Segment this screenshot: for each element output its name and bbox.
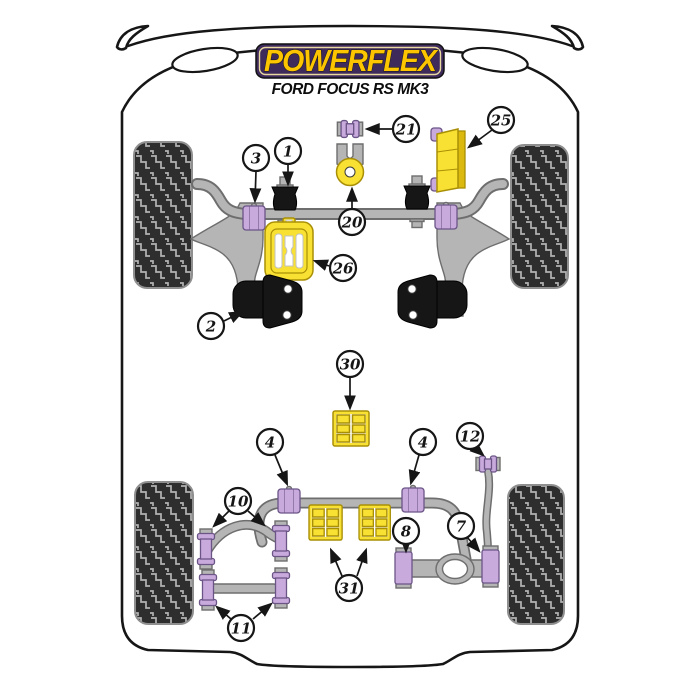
callout-7-number: 7 — [456, 518, 467, 536]
part-11-link — [211, 583, 277, 594]
front-corner-left — [115, 24, 150, 51]
callout-31-circle — [334, 573, 364, 603]
callout-21-2: 21 — [364, 114, 421, 144]
callout-11-arrow — [252, 602, 273, 620]
callout-31-arrow — [330, 547, 343, 577]
callout-3-arrow — [249, 170, 262, 204]
headlight-left — [171, 46, 239, 74]
callout-20-circle — [337, 207, 367, 237]
part-11-bush-left — [198, 569, 218, 611]
part-12-link — [483, 468, 492, 557]
callout-2-arrow — [223, 310, 245, 324]
tire-rear-right — [507, 484, 565, 625]
callout-4-circle — [255, 427, 285, 457]
callout-12-circle — [455, 421, 485, 451]
callout-31-arrow — [356, 547, 368, 577]
callout-3-number: 3 — [251, 150, 261, 168]
callout-11-15: 11 — [215, 602, 273, 643]
callout-31-number: 31 — [339, 580, 360, 598]
part-7-bush — [481, 549, 500, 584]
callout-8-number: 8 — [401, 523, 412, 541]
tire-front-right — [510, 144, 569, 289]
part-31-insert-right — [358, 504, 392, 541]
callout-3-1: 3 — [241, 143, 271, 204]
part-25-engine-mount — [430, 127, 466, 193]
callout-2-circle — [196, 311, 226, 341]
callout-11-circle — [226, 613, 256, 643]
callout-7-circle — [446, 511, 476, 541]
callout-20-4: 20 — [337, 186, 367, 237]
callout-4-9: 4 — [408, 427, 438, 486]
callout-2-6: 2 — [196, 310, 245, 341]
callout-4-number: 4 — [418, 434, 428, 452]
callout-4-number: 4 — [265, 434, 275, 452]
rear-lower-arm — [394, 545, 500, 589]
tire-rear-left — [134, 481, 194, 625]
callout-1-number: 1 — [283, 143, 293, 161]
callout-26-circle — [328, 253, 358, 283]
callout-25-arrow — [466, 129, 493, 149]
callout-4-circle — [408, 427, 438, 457]
callout-10-arrow — [247, 510, 266, 527]
part-21-bush — [336, 119, 364, 139]
callout-2-number: 2 — [205, 318, 216, 336]
model-title: FORD FOCUS RS MK3 — [272, 81, 430, 98]
part-20-mount-bracket — [335, 143, 365, 187]
callout-7-13: 7 — [446, 511, 481, 553]
callout-10-number: 10 — [228, 493, 249, 511]
brand-logo-text: POWERFLEX — [264, 43, 439, 78]
headlight-right — [461, 46, 529, 74]
part-10-bush-left — [196, 528, 216, 570]
callout-21-number: 21 — [395, 121, 417, 139]
callout-11-arrow — [215, 605, 232, 620]
part-3-arb-bush-right — [434, 201, 458, 230]
callout-1-0: 1 — [273, 136, 303, 187]
callout-10-circle — [223, 486, 253, 516]
part-11-bush-right — [271, 567, 291, 609]
part-26-mount-insert — [264, 217, 314, 281]
callout-4-arrow — [408, 454, 421, 486]
callout-21-circle — [391, 114, 421, 144]
part-8-bush — [394, 551, 413, 585]
part-4-arb-bush-right — [401, 484, 425, 513]
callout-10-11: 10 — [212, 486, 266, 528]
callout-12-arrow — [469, 442, 485, 457]
front-corner-right — [550, 24, 585, 51]
callout-7-arrow — [466, 536, 481, 553]
callout-25-3: 25 — [466, 105, 516, 149]
callout-12-number: 12 — [460, 428, 481, 446]
callout-25-circle — [486, 105, 516, 135]
callout-3-circle — [241, 143, 271, 173]
callout-31-14: 31 — [330, 547, 368, 603]
part-12-bush — [475, 455, 501, 473]
callout-11-number: 11 — [231, 620, 252, 638]
part-3-arb-bush-left — [242, 202, 266, 231]
callout-30-7: 30 — [335, 349, 365, 411]
callout-10-arrow — [212, 510, 230, 528]
front-bumper-line — [126, 24, 574, 48]
tires — [133, 141, 569, 625]
callout-4-8: 4 — [255, 427, 288, 487]
tire-front-left — [133, 141, 193, 289]
callout-12-10: 12 — [455, 421, 485, 457]
callout-26-5: 26 — [312, 253, 358, 283]
callout-8-circle — [391, 516, 421, 546]
callout-30-number: 30 — [340, 356, 361, 374]
part-31-insert-left — [308, 504, 343, 541]
callout-layer: 1 3 21 25 20 26 2 30 4 4 12 10 8 7 31 11 — [196, 105, 516, 643]
callout-8-12: 8 — [391, 516, 421, 554]
part-30-mount-insert — [332, 410, 370, 447]
callout-20-number: 20 — [341, 214, 363, 232]
callout-26-arrow — [312, 259, 330, 271]
brand-logo: POWERFLEX FORD FOCUS RS MK3 — [255, 42, 445, 98]
callout-4-arrow — [274, 454, 288, 487]
part-4-arb-bush-left — [277, 485, 301, 514]
callout-1-circle — [273, 136, 303, 166]
part-10-bush-right — [271, 520, 291, 562]
callout-30-circle — [335, 349, 365, 379]
callout-26-number: 26 — [332, 260, 354, 278]
callout-25-number: 25 — [490, 112, 512, 130]
